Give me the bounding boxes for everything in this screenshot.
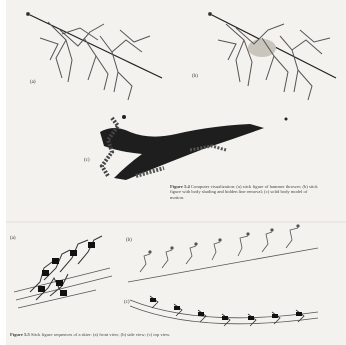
scan-margin: [0, 0, 346, 345]
scanned-page: (a) (b) (c) Figure 5.4 Computer visualiz…: [0, 0, 346, 345]
